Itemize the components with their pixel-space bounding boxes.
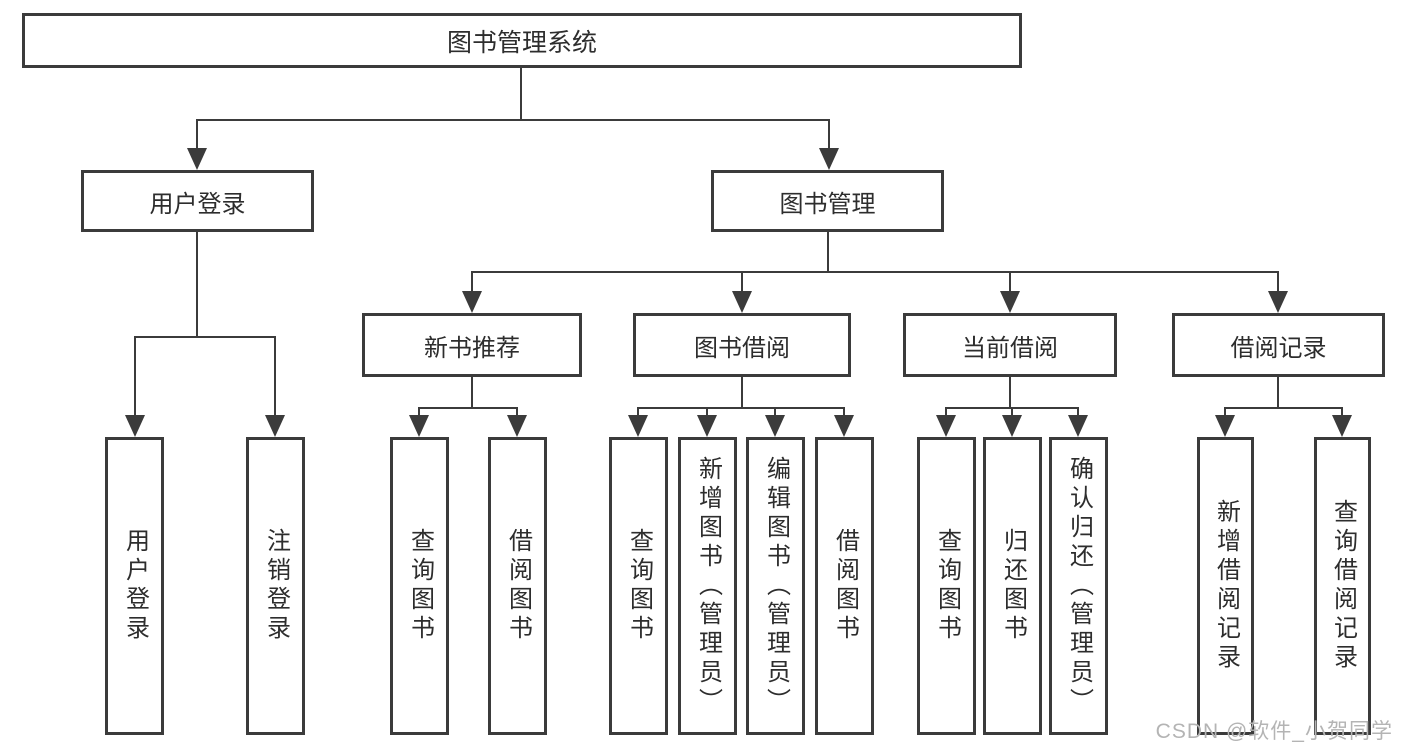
leaf-label: 查询图书	[625, 528, 653, 644]
node-leaf-edit-book-admin: 编辑图书（管理员）	[746, 437, 805, 735]
connector-line	[1009, 377, 1011, 409]
connector-line	[637, 407, 845, 409]
connector-line	[520, 68, 522, 121]
arrow-down-icon	[819, 148, 839, 170]
node-leaf-query-book-2: 查询图书	[609, 437, 668, 735]
connector-line	[774, 407, 776, 417]
arrow-down-icon	[187, 148, 207, 170]
node-leaf-return-book: 归还图书	[983, 437, 1042, 735]
node-leaf-add-book-admin: 新增图书（管理员）	[678, 437, 737, 735]
node-leaf-borrow-book-2: 借阅图书	[815, 437, 874, 735]
leaf-label: 查询借阅记录	[1329, 499, 1357, 673]
connector-line	[196, 119, 830, 121]
connector-line	[196, 232, 198, 338]
connector-line	[1224, 407, 1226, 417]
arrow-down-icon	[765, 415, 785, 437]
connector-line	[1277, 377, 1279, 409]
connector-line	[1009, 271, 1011, 293]
arrow-down-icon	[409, 415, 429, 437]
node-leaf-query-book-3: 查询图书	[917, 437, 976, 735]
leaf-label: 新增借阅记录	[1212, 499, 1240, 673]
arrow-down-icon	[1002, 415, 1022, 437]
leaf-label: 借阅图书	[504, 528, 532, 644]
arrow-down-icon	[1332, 415, 1352, 437]
connector-line	[741, 271, 743, 293]
connector-line	[706, 407, 708, 417]
connector-line	[741, 377, 743, 409]
node-leaf-borrow-book-1: 借阅图书	[488, 437, 547, 735]
connector-line	[516, 407, 518, 417]
node-root-system: 图书管理系统	[22, 13, 1022, 68]
arrow-down-icon	[462, 291, 482, 313]
node-leaf-user-login: 用户登录	[105, 437, 164, 735]
arrow-down-icon	[1215, 415, 1235, 437]
node-group-new-book-recommend: 新书推荐	[362, 313, 582, 377]
node-group-current-borrow: 当前借阅	[903, 313, 1117, 377]
connector-line	[827, 232, 829, 273]
connector-line	[945, 407, 947, 417]
connector-line	[843, 407, 845, 417]
connector-line	[274, 336, 276, 417]
leaf-label: 编辑图书（管理员）	[762, 455, 790, 717]
connector-line	[471, 271, 1279, 273]
connector-line	[418, 407, 518, 409]
arrow-down-icon	[1268, 291, 1288, 313]
node-branch-user-login: 用户登录	[81, 170, 314, 232]
node-leaf-confirm-return-admin: 确认归还（管理员）	[1049, 437, 1108, 735]
connector-line	[1277, 271, 1279, 293]
connector-line	[134, 336, 136, 417]
connector-line	[637, 407, 639, 417]
leaf-label: 借阅图书	[831, 528, 859, 644]
leaf-label: 新增图书（管理员）	[694, 455, 722, 717]
node-leaf-query-book-1: 查询图书	[390, 437, 449, 735]
connector-line	[1077, 407, 1079, 417]
arrow-down-icon	[507, 415, 527, 437]
connector-line	[1224, 407, 1343, 409]
connector-line	[471, 377, 473, 409]
connector-line	[828, 119, 830, 150]
leaf-label: 归还图书	[999, 528, 1027, 644]
arrow-down-icon	[936, 415, 956, 437]
arrow-down-icon	[1000, 291, 1020, 313]
node-leaf-add-borrow-record: 新增借阅记录	[1197, 437, 1254, 735]
arrow-down-icon	[265, 415, 285, 437]
connector-line	[1011, 407, 1013, 417]
leaf-label: 查询图书	[406, 528, 434, 644]
connector-line	[196, 119, 198, 150]
leaf-label: 查询图书	[933, 528, 961, 644]
arrow-down-icon	[697, 415, 717, 437]
connector-line	[134, 336, 276, 338]
node-leaf-query-borrow-record: 查询借阅记录	[1314, 437, 1371, 735]
leaf-label: 注销登录	[262, 528, 290, 644]
arrow-down-icon	[125, 415, 145, 437]
node-branch-book-management: 图书管理	[711, 170, 944, 232]
arrow-down-icon	[628, 415, 648, 437]
connector-line	[418, 407, 420, 417]
arrow-down-icon	[1068, 415, 1088, 437]
connector-line	[471, 271, 473, 293]
node-group-borrow-record: 借阅记录	[1172, 313, 1385, 377]
arrow-down-icon	[834, 415, 854, 437]
arrow-down-icon	[732, 291, 752, 313]
node-leaf-logout: 注销登录	[246, 437, 305, 735]
leaf-label: 确认归还（管理员）	[1065, 455, 1093, 717]
leaf-label: 用户登录	[121, 528, 149, 644]
watermark: CSDN @软件_小贺同学	[1155, 720, 1393, 743]
connector-line	[1341, 407, 1343, 417]
node-group-book-borrow: 图书借阅	[633, 313, 851, 377]
